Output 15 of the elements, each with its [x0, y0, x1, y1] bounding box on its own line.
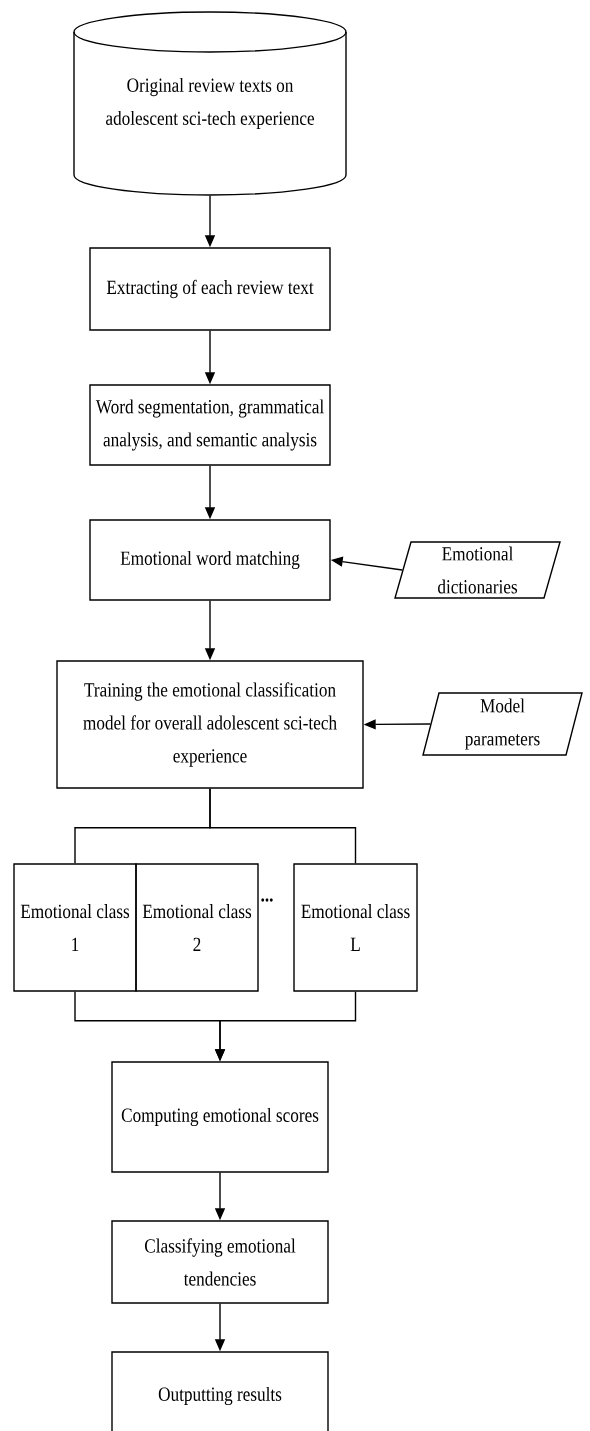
connector-line — [209, 788, 357, 864]
process-box: Emotional class 2 — [135, 863, 259, 992]
database-cylinder: Original review texts on adolescent sci-tech experience — [73, 11, 347, 196]
input-parallelogram: Model parameters — [422, 692, 583, 756]
process-box: Outputting results — [111, 1351, 329, 1431]
process-box: Extracting of each review text — [89, 247, 331, 331]
process-box: Classifying emotional tendencies — [111, 1220, 329, 1304]
process-box: Emotional class 1 — [13, 863, 137, 992]
process-box: Computing emotional scores — [111, 1061, 329, 1173]
process-box: Emotional word matching — [89, 519, 331, 601]
ellipsis-label: ... — [261, 898, 273, 902]
input-parallelogram: Emotional dictionaries — [394, 541, 561, 599]
process-box: Training the emotional classification model for overall adolescent sci-tech experience — [56, 660, 364, 789]
process-box: Word segmentation, grammatical analysis, and semantic analysis — [89, 384, 331, 466]
process-box: Emotional class L — [293, 863, 418, 992]
